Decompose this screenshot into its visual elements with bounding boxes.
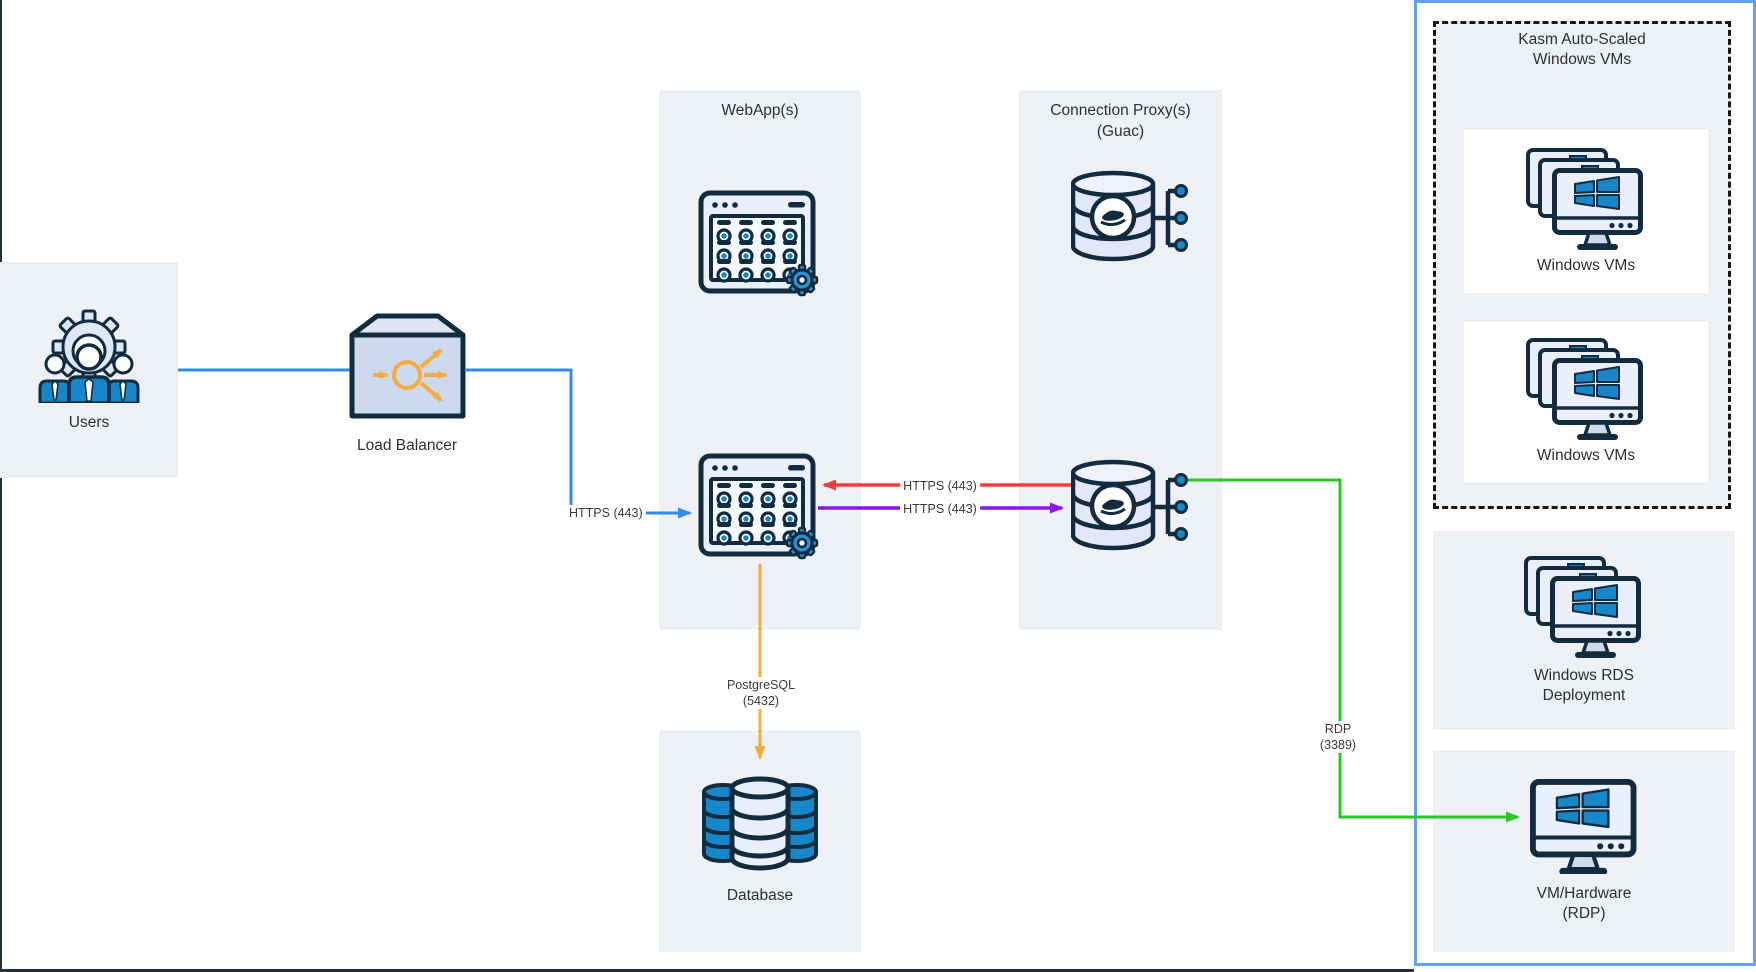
proxy-title: Connection Proxy(s): [1050, 102, 1191, 119]
connection-proxy-panel: Connection Proxy(s) (Guac): [1019, 90, 1222, 630]
edge-label-rdp: RDP (3389): [1316, 721, 1360, 753]
kasm-autoscaled-group: Kasm Auto-Scaled Windows VMs Windows VMs…: [1433, 21, 1731, 509]
load-balancer-label: Load Balancer: [357, 437, 457, 454]
vm-hardware-sublabel: (RDP): [1562, 904, 1606, 922]
kasm-group-subtitle: Windows VMs: [1532, 51, 1632, 68]
guac-proxy-icon-main: [1071, 459, 1189, 557]
windows-vms-label-1: Windows VMs: [1536, 256, 1636, 274]
kasm-group-title: Kasm Auto-Scaled: [1518, 31, 1646, 48]
stacked-windows-monitors-icon: [1526, 148, 1646, 250]
webapps-panel: WebApp(s): [659, 90, 861, 630]
database-cylinders-icon: [702, 776, 818, 871]
windows-monitor-icon: [1530, 779, 1638, 874]
diagram-left-border: [0, 0, 2, 972]
stacked-windows-monitors-icon: [1524, 556, 1644, 658]
users-label: Users: [68, 414, 110, 431]
windows-vms-card-1: Windows VMs: [1464, 130, 1708, 293]
windows-vms-label-2: Windows VMs: [1536, 447, 1636, 464]
users-group-gear-icon: [38, 309, 140, 403]
windows-vms-card-2: Windows VMs: [1464, 322, 1708, 482]
diagram-bottom-border: [0, 969, 1414, 972]
vm-hardware-label: VM/Hardware: [1536, 884, 1632, 902]
stacked-windows-monitors-icon: [1526, 338, 1646, 440]
edge-label-postgres: PostgreSQL (5432): [723, 677, 799, 709]
users-panel: Users: [0, 262, 178, 478]
edge-label-https-red: HTTPS (443): [900, 478, 980, 494]
webapp-icon-top: [698, 190, 822, 300]
edge-label-https-lb: HTTPS (443): [566, 505, 646, 521]
webapp-icon-main: [698, 453, 822, 563]
windows-rds-label: Windows RDS: [1534, 666, 1634, 684]
edge-lb-to-webapp-https: [466, 368, 692, 519]
vm-hardware-panel: VM/Hardware (RDP): [1433, 750, 1735, 952]
guac-proxy-icon-top: [1071, 170, 1189, 268]
load-balancer-box-icon: [349, 313, 466, 419]
database-panel: Database: [659, 730, 861, 952]
windows-rds-panel: Windows RDS Deployment: [1433, 531, 1735, 730]
webapps-title: WebApp(s): [721, 102, 799, 119]
windows-rds-sublabel: Deployment: [1542, 686, 1626, 704]
edge-label-https-purple: HTTPS (443): [900, 501, 980, 517]
proxy-subtitle: (Guac): [1096, 123, 1145, 140]
database-label: Database: [726, 887, 794, 904]
